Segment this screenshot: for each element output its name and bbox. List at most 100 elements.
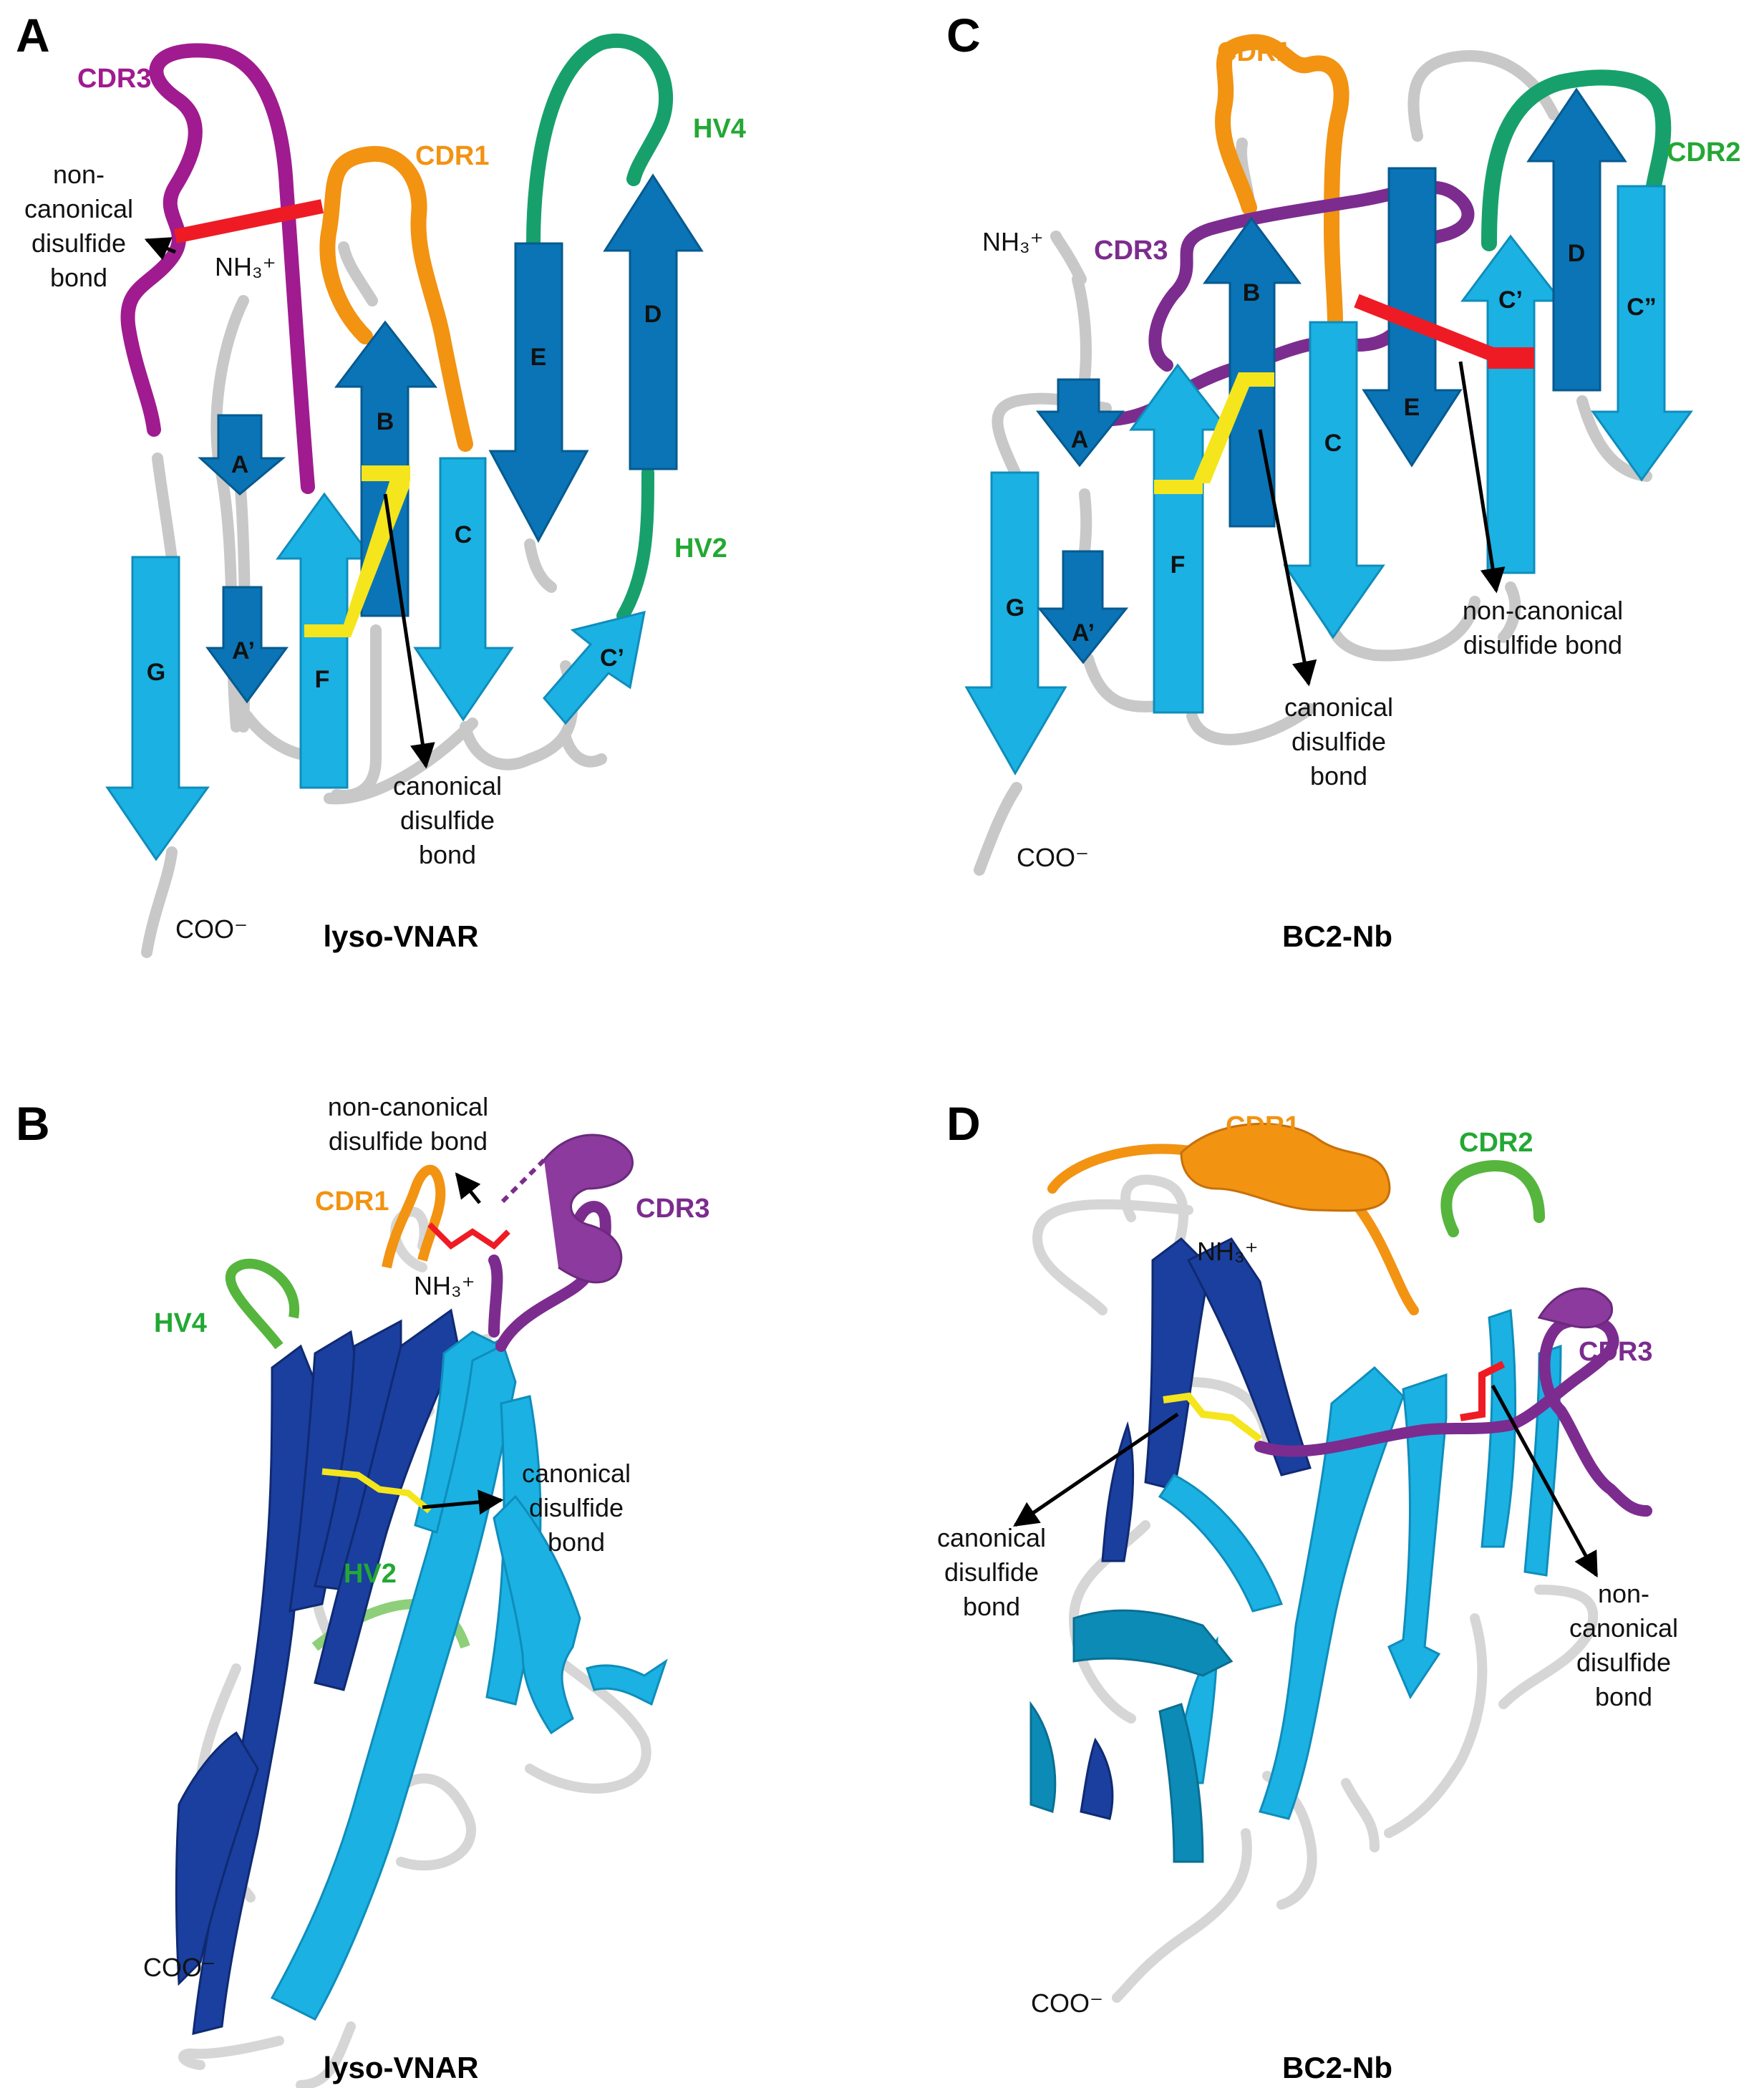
strand-a-nb bbox=[1035, 378, 1125, 468]
panel-c-canonical-disulfide bbox=[1192, 372, 1274, 483]
panel-c-noncanonical-line1: non-canonical bbox=[1463, 596, 1623, 625]
panel-a-noncanonical-line1: non- bbox=[53, 160, 105, 189]
panel-a-label-hv2: HV2 bbox=[674, 533, 727, 564]
panel-d-canonical-line3: bond bbox=[963, 1592, 1020, 1621]
panel-c-strands bbox=[964, 87, 1693, 776]
label-f: F bbox=[315, 666, 330, 693]
strand-e bbox=[488, 242, 589, 543]
panel-d-noncanonical-line3: disulfide bbox=[1576, 1648, 1671, 1677]
panel-b-cdr1-ribbon bbox=[382, 1164, 446, 1269]
panel-b-label-hv4: HV4 bbox=[154, 1308, 207, 1338]
strand-c-double-prime-nb bbox=[1591, 185, 1693, 482]
panel-c-noncanonical-disulfide-cap bbox=[1488, 347, 1534, 369]
panel-d-noncanonical-arrow bbox=[1491, 1384, 1599, 1578]
strand-a-prime-nb bbox=[1037, 550, 1129, 664]
label-a: A bbox=[231, 451, 249, 478]
panel-a-noncanonical-line3: disulfide bbox=[32, 228, 126, 258]
strand-c-prime-nb bbox=[1460, 234, 1564, 574]
label-a-nb: A bbox=[1071, 426, 1089, 453]
panel-d-n-terminus: NH₃⁺ bbox=[1197, 1237, 1259, 1266]
panel-a-letter: A bbox=[16, 9, 50, 62]
panel-b-label-cdr1: CDR1 bbox=[315, 1186, 389, 1217]
label-g: G bbox=[147, 659, 165, 686]
panel-a-caption: lyso-VNAR bbox=[323, 919, 478, 953]
label-a-prime-nb: A’ bbox=[1072, 619, 1095, 647]
panel-b-canonical-line1: canonical bbox=[522, 1459, 631, 1488]
panel-a-canonical-disulfide-cap bbox=[362, 465, 410, 481]
panel-d-cdr3-ribbon bbox=[1254, 1314, 1652, 1517]
panel-d-canonical-arrow bbox=[1013, 1412, 1179, 1527]
panel-b-noncanonical-line2: disulfide bond bbox=[329, 1126, 488, 1156]
panel-c-label-cdr2: CDR2 bbox=[1667, 137, 1740, 168]
panel-a-noncanonical-disulfide bbox=[173, 199, 324, 243]
panel-a-label-cdr1: CDR1 bbox=[415, 141, 489, 171]
panel-d-noncanonical-disulfide bbox=[1460, 1360, 1506, 1421]
panel-b-c-terminus: COO⁻ bbox=[143, 1953, 215, 1982]
panel-c-canonical-line3: bond bbox=[1310, 761, 1367, 791]
panel-b-label-hv2: HV2 bbox=[344, 1559, 397, 1589]
panel-b-hv4-ribbon bbox=[226, 1258, 300, 1350]
strand-g-nb bbox=[964, 471, 1067, 776]
panel-c-label-cdr3: CDR3 bbox=[1094, 236, 1168, 266]
panel-b: B bbox=[16, 1092, 709, 2088]
panel-c-noncanonical-line2: disulfide bond bbox=[1463, 630, 1622, 659]
panel-a-canonical-line2: disulfide bbox=[400, 806, 495, 835]
panel-b-n-terminus: NH₃⁺ bbox=[414, 1271, 475, 1300]
label-e-nb: E bbox=[1404, 394, 1420, 421]
panel-b-canonical-arrow bbox=[422, 1489, 504, 1515]
strand-f-nb bbox=[1129, 363, 1231, 714]
label-c: C bbox=[455, 521, 472, 548]
panel-d-label-cdr1: CDR1 bbox=[1226, 1111, 1299, 1141]
panel-d-letter: D bbox=[946, 1097, 981, 1150]
panel-c-noncanonical-disulfide bbox=[1354, 294, 1513, 369]
panel-c-canonical-disulfide-cap bbox=[1154, 480, 1203, 494]
panel-c-canonical-arrow bbox=[1258, 429, 1317, 687]
strand-d bbox=[603, 173, 704, 470]
panel-a-canonical-arrow bbox=[383, 493, 435, 769]
panel-c-noncanonical-arrow bbox=[1458, 361, 1506, 594]
panel-b-noncanonical-disulfide bbox=[427, 1222, 510, 1250]
panel-d-canonical-line1: canonical bbox=[937, 1523, 1046, 1552]
strand-d-nb bbox=[1526, 87, 1627, 392]
strand-c bbox=[413, 457, 514, 722]
panel-d-canonical-line2: disulfide bbox=[944, 1557, 1039, 1587]
panel-d-canonical-disulfide bbox=[1163, 1392, 1262, 1442]
label-d-nb: D bbox=[1568, 240, 1586, 267]
panel-a-canonical-line3: bond bbox=[419, 840, 476, 869]
panel-a-strands bbox=[105, 173, 704, 861]
panel-b-light-strands bbox=[270, 1330, 668, 2021]
strand-a bbox=[198, 414, 286, 496]
strand-a-prime bbox=[205, 586, 289, 704]
panel-b-canonical-disulfide bbox=[321, 1468, 432, 1514]
panel-a-cdr1-loop bbox=[319, 145, 473, 452]
strand-c-prime bbox=[543, 610, 646, 725]
label-a-prime: A’ bbox=[232, 637, 255, 664]
panel-d-light-strands bbox=[1158, 1308, 1562, 1820]
panel-a-n-terminus: NH₃⁺ bbox=[215, 252, 276, 281]
panel-d-label-cdr3: CDR3 bbox=[1579, 1337, 1652, 1367]
panel-b-caption: lyso-VNAR bbox=[323, 2051, 478, 2084]
panel-c-canonical-line1: canonical bbox=[1284, 692, 1393, 722]
panel-b-letter: B bbox=[16, 1097, 50, 1150]
label-g-nb: G bbox=[1006, 594, 1024, 622]
panel-b-canonical-line3: bond bbox=[548, 1527, 605, 1557]
panel-c-canonical-line2: disulfide bbox=[1292, 727, 1386, 756]
label-c-prime: C’ bbox=[600, 644, 624, 672]
panel-c: C bbox=[946, 9, 1740, 953]
panel-c-c-terminus: COO⁻ bbox=[1017, 843, 1089, 872]
panel-b-cdr3-helix bbox=[543, 1134, 634, 1284]
label-b-nb: B bbox=[1243, 279, 1261, 306]
panel-d: D bbox=[937, 1097, 1678, 2084]
panel-a-c-terminus: COO⁻ bbox=[175, 914, 248, 944]
panel-c-cdr1-loop bbox=[1215, 34, 1349, 330]
label-d: D bbox=[644, 301, 662, 328]
panel-a-noncanonical-line4: bond bbox=[50, 263, 107, 292]
panel-d-teal-strands bbox=[1029, 1609, 1234, 1863]
panel-a-hv2-loop bbox=[616, 466, 654, 622]
panel-b-noncanonical-line1: non-canonical bbox=[328, 1092, 488, 1121]
label-c-prime-nb: C’ bbox=[1498, 286, 1523, 314]
panel-d-cdr3-helix bbox=[1537, 1287, 1614, 1329]
panel-d-caption: BC2-Nb bbox=[1282, 2051, 1392, 2084]
panel-c-cdr2-loop bbox=[1481, 69, 1672, 251]
